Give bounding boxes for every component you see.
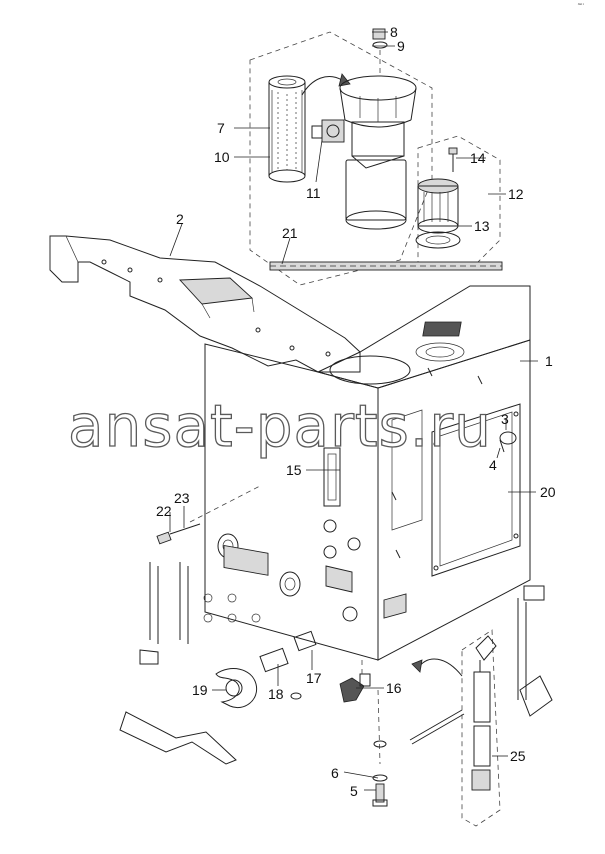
bolt-22-23 xyxy=(156,523,201,545)
callout-6: 6 xyxy=(331,765,339,781)
callout-labels: 1 2 3 4 5 6 7 8 9 10 11 12 13 14 15 16 1… xyxy=(156,24,556,799)
filter-housing xyxy=(311,75,417,230)
callout-11: 11 xyxy=(306,185,321,201)
corner-mark: ˜¨ xyxy=(577,2,584,12)
callout-22: 22 xyxy=(156,503,172,519)
watermark-text: ansat-parts.ru xyxy=(68,392,492,460)
callout-16: 16 xyxy=(386,680,402,696)
callout-5: 5 xyxy=(350,783,358,799)
fitting-18 xyxy=(259,647,302,700)
drain-plug xyxy=(375,783,385,803)
leader-lines xyxy=(169,31,538,791)
breather-filter xyxy=(415,178,461,249)
callout-17: 17 xyxy=(306,670,322,686)
filter-element xyxy=(268,75,306,183)
callout-7: 7 xyxy=(217,120,225,136)
washer-part xyxy=(372,41,388,49)
callout-13: 13 xyxy=(474,218,490,234)
hydraulic-tank xyxy=(203,285,531,661)
callout-10: 10 xyxy=(214,149,230,165)
callout-23: 23 xyxy=(174,490,190,506)
mounting-bracket xyxy=(49,235,361,373)
callout-2: 2 xyxy=(176,211,184,227)
callout-18: 18 xyxy=(268,686,284,702)
callout-4: 4 xyxy=(489,457,497,473)
callout-9: 9 xyxy=(397,38,405,54)
callout-25: 25 xyxy=(510,748,526,764)
filter-assembly-group xyxy=(249,28,433,286)
drain-valve xyxy=(339,660,388,807)
side-frame xyxy=(119,562,237,765)
sealing-strip xyxy=(269,261,503,271)
callout-21: 21 xyxy=(282,225,298,241)
drain-washer xyxy=(372,774,388,782)
callout-8: 8 xyxy=(390,24,398,40)
callout-1: 1 xyxy=(545,353,553,369)
fitting-17 xyxy=(293,630,317,652)
callout-20: 20 xyxy=(540,484,556,500)
callout-15: 15 xyxy=(286,462,302,478)
callout-12: 12 xyxy=(508,186,524,202)
right-frame xyxy=(517,585,553,717)
breather-screw xyxy=(448,147,458,172)
fitting-19 xyxy=(215,668,258,708)
breather-assembly-group xyxy=(415,135,501,271)
callout-14: 14 xyxy=(470,150,486,166)
callout-19: 19 xyxy=(192,682,208,698)
callout-3: 3 xyxy=(501,411,509,427)
return-filter-group xyxy=(461,629,501,827)
cap-part xyxy=(372,28,386,40)
